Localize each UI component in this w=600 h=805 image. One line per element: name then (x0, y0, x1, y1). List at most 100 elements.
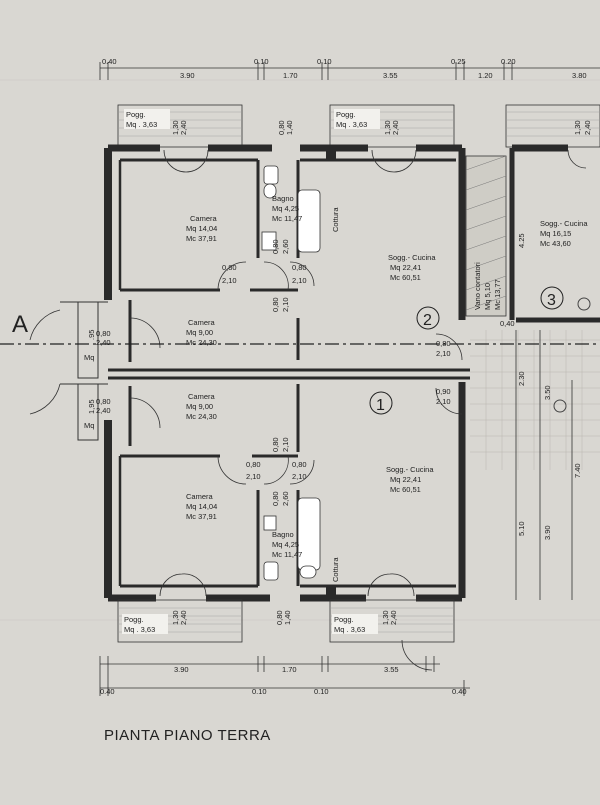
unit-number: 2 (423, 312, 432, 329)
door-dimension-labels: 0,80 2,10 0,80 2,10 0,80 2,60 0,80 2,10 … (222, 239, 451, 506)
room-name: Camera (186, 492, 214, 501)
window-dim: 2,40 (179, 120, 188, 135)
cooking-hood-mark (326, 150, 336, 160)
room-volume: Mc 60,51 (390, 273, 421, 282)
dimension-label: 2,10 (292, 472, 307, 481)
pillar-marker (553, 399, 567, 413)
dimension-label: 2,10 (292, 276, 307, 285)
bottom-dimension-lines (99, 656, 470, 696)
meter-room (465, 155, 507, 317)
landing-tiles (470, 330, 600, 470)
room-volume: Mc 24,30 (186, 412, 217, 421)
dimension-label: 2,10 (281, 297, 290, 312)
room-area: Mq 4,25 (272, 204, 299, 213)
room-volume: Mc 13,77 (493, 279, 502, 310)
dimension-label: 0.40 (100, 687, 115, 696)
dimension-label: 3.90 (543, 525, 552, 540)
balcony-area: Mq . 3,63 (334, 625, 365, 634)
dimension-label: 0,80 (292, 460, 307, 469)
dimension-label: 0,80 (271, 437, 280, 452)
bathroom-fixtures-top (261, 165, 321, 253)
dimension-label: 2,10 (222, 276, 237, 285)
section-marker: A (12, 311, 28, 338)
room-area: Mq 22,41 (390, 475, 421, 484)
entrance-mq: Mq (84, 353, 94, 362)
dim-top-3: 1.70 (283, 71, 298, 80)
dim-top-5: 3.55 (383, 71, 398, 80)
dim-landing: 0,40 (500, 319, 515, 328)
dimension-label: 0,80 (436, 339, 451, 348)
entrance-dim: 0,80 (96, 397, 111, 406)
room-name: Camera (190, 214, 218, 223)
room-name: Vano contatori (473, 262, 482, 310)
window-dim: 1,30 (383, 120, 392, 135)
entrance-dim: 2,40 (96, 406, 111, 415)
dimension-label: 0,80 (222, 263, 237, 272)
window-dim: 1,40 (285, 120, 294, 135)
room-volume: Mc 24,30 (186, 338, 217, 347)
dimension-label: 0,80 (271, 239, 280, 254)
dimension-label: 2,10 (436, 397, 451, 406)
dimension-label: 1,30 (171, 610, 180, 625)
building-walls (104, 144, 600, 602)
balcony-name: Pogg. (126, 110, 146, 119)
room-name: Camera (188, 318, 216, 327)
room-name: Sogg.- Cucina (386, 465, 434, 474)
room-area: Mq 4,25 (272, 540, 299, 549)
room-area: Mq 14,04 (186, 224, 217, 233)
entrance-dim: 1,95 (87, 399, 96, 414)
cooking-hood-mark (326, 586, 336, 596)
room-name: Sogg.- Cucina (540, 219, 588, 228)
window-dim: 2,40 (391, 120, 400, 135)
dimension-label: 0,80 (271, 297, 280, 312)
door-swing-outer (401, 639, 433, 671)
room-area: Mq 16,15 (540, 229, 571, 238)
dim-top-0: 0.40 (102, 57, 117, 66)
dimension-label: 2,10 (246, 472, 261, 481)
dimension-label: 2,40 (389, 610, 398, 625)
entrance-mq: Mq (84, 421, 94, 430)
bathroom-fixtures-bottom (263, 497, 321, 581)
dimension-label: 3.90 (174, 665, 189, 674)
room-name: Camera (188, 392, 216, 401)
dimension-label: 0.40 (452, 687, 467, 696)
dimension-label: 1,40 (283, 610, 292, 625)
room-volume: Mc 37,91 (186, 234, 217, 243)
room-area: Mq 22,41 (390, 263, 421, 272)
right-dimension-lines (511, 160, 573, 600)
window-dim: 2,40 (583, 120, 592, 135)
room-volume: Mc 43,60 (540, 239, 571, 248)
dimension-label: 3.50 (543, 385, 552, 400)
room-name: Bagno (272, 194, 294, 203)
room-name: Sogg.- Cucina (388, 253, 436, 262)
room-name: Bagno (272, 530, 294, 539)
meter-room-hatch (465, 155, 507, 311)
balcony-name: Pogg. (124, 615, 144, 624)
pillar-marker (577, 297, 591, 311)
balcony-label-bg (124, 109, 170, 129)
window-dim: 1,30 (171, 120, 180, 135)
cottura-label: Cottura (331, 207, 340, 232)
bottom-dimension-labels: 3.90 1.70 3.55 0.40 0.10 0.10 0.40 (100, 665, 467, 696)
dim-top-8: 0.20 (501, 57, 516, 66)
dimension-label: 2,40 (179, 610, 188, 625)
dim-top-7: 1.20 (478, 71, 493, 80)
drawing-title: PIANTA PIANO TERRA (104, 727, 271, 744)
window-dim: 1,30 (573, 120, 582, 135)
balconies-bottom (117, 599, 455, 643)
unit-markers: 1 2 3 (369, 286, 564, 415)
entrance-dim: 2,40 (96, 338, 111, 347)
dimension-label: 2,10 (436, 349, 451, 358)
dimension-label: 0,80 (292, 263, 307, 272)
dimension-label: 0.10 (252, 687, 267, 696)
dimension-label: 0,90 (436, 387, 451, 396)
interior-walls (108, 158, 470, 588)
dim-top-9: 3.80 (572, 71, 587, 80)
room-volume: Mc 60,51 (390, 485, 421, 494)
balcony-area: Mq . 3,63 (336, 120, 367, 129)
room-area: Mq 5,10 (483, 283, 492, 310)
room-volume: Mc 37,91 (186, 512, 217, 521)
dimension-label: 3.55 (384, 665, 399, 674)
dimension-label: 4.25 (517, 233, 526, 248)
